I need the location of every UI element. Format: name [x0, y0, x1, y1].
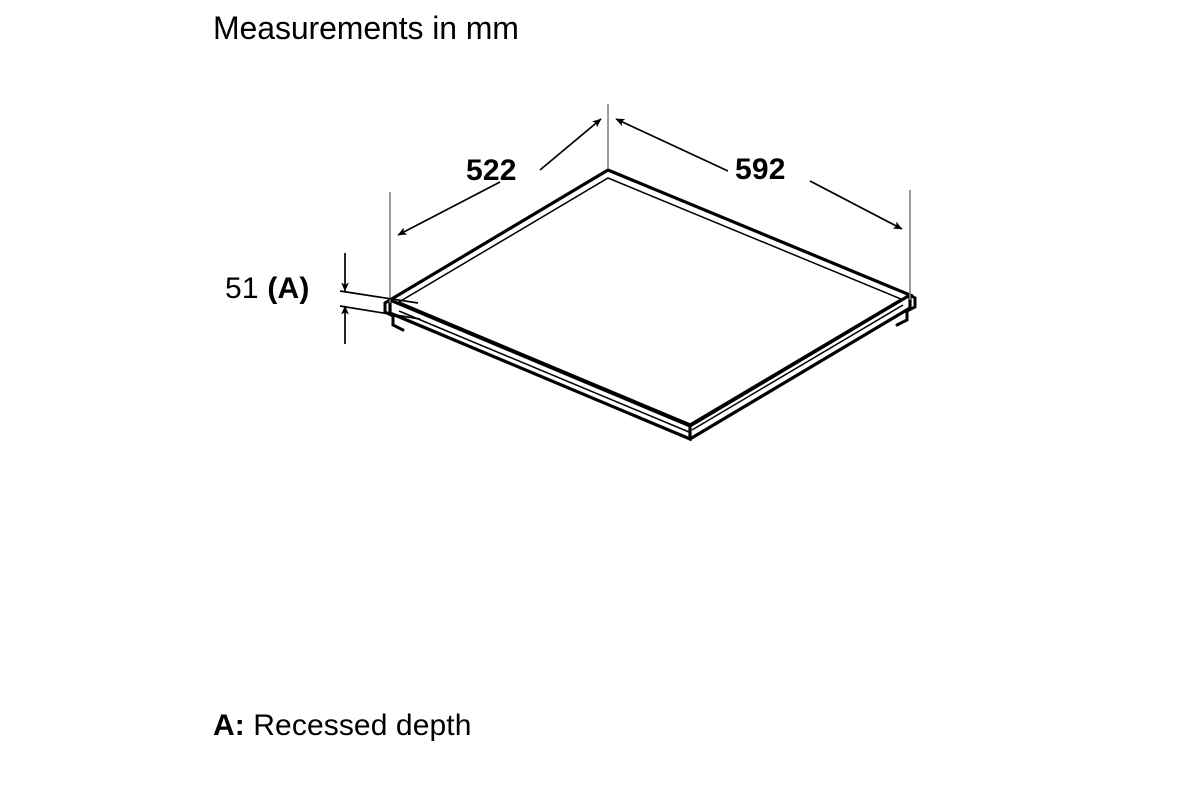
- dimension-592-group: [615, 118, 911, 300]
- cooktop-body: [383, 168, 917, 442]
- cooktop-top-bevel-line: [397, 177, 903, 425]
- dimension-label-51-a: 51 (A): [225, 274, 310, 304]
- dimension-51-number: 51: [225, 272, 268, 305]
- cooktop-right-lip-line: [691, 304, 904, 431]
- page-title: Measurements in mm: [213, 10, 519, 46]
- legend-description: Recessed depth: [244, 709, 472, 742]
- legend-marker: A:: [213, 709, 245, 742]
- dimension-522-line-right: [539, 118, 602, 171]
- cooktop-right-corner-notch: [895, 293, 917, 327]
- dimension-label-522: 522: [466, 154, 517, 187]
- dimension-51-leader-top: [339, 290, 419, 304]
- dimension-592-line-right: [809, 180, 903, 230]
- legend-recessed-depth: A: Recessed depth: [213, 711, 472, 741]
- dimension-522-group: [389, 104, 609, 303]
- cooktop-left-lip-line: [398, 310, 690, 433]
- dimension-51-group: [339, 253, 421, 344]
- dimension-522-line-left: [397, 181, 501, 236]
- dimension-592-line-left: [615, 118, 729, 172]
- cooktop-top-face: [386, 168, 914, 428]
- dimension-label-592: 592: [735, 153, 786, 186]
- dimension-51-leader-bottom: [339, 305, 421, 320]
- dimension-51-reference: (A): [267, 272, 310, 305]
